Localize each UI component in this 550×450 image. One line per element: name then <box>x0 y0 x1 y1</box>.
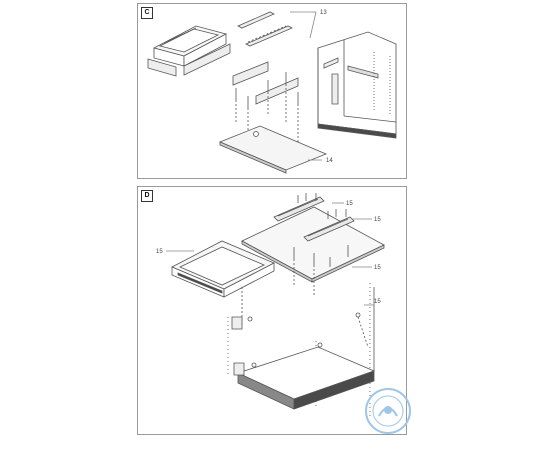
callout-14: 14 <box>326 158 333 164</box>
drawer-assembly <box>171 240 275 298</box>
callout-15b: 15 <box>374 217 381 223</box>
callout-15c: 15 <box>156 249 163 255</box>
drawer-box <box>152 25 228 67</box>
board-dowels <box>293 245 349 267</box>
dowels <box>235 72 299 108</box>
callout-13: 13 <box>320 10 327 16</box>
bottom-board <box>218 125 328 174</box>
callout-15a: 15 <box>346 201 353 207</box>
hinge-hardware <box>231 312 361 376</box>
side-panels <box>232 61 299 105</box>
step-c-panel: C <box>137 3 407 179</box>
cabinet-carcass <box>317 31 397 139</box>
callout-15e: 15 <box>374 299 381 305</box>
screws <box>297 193 347 219</box>
drawer-rails <box>237 11 293 47</box>
callout-15d: 15 <box>374 265 381 271</box>
top-board <box>241 196 385 283</box>
cabinet-base <box>227 287 376 410</box>
watermark-stamp-icon <box>365 388 411 434</box>
step-c-badge: C <box>141 7 153 19</box>
step-d-illustration: 15 15 15 15 15 <box>156 193 385 417</box>
step-d-badge: D <box>141 190 153 202</box>
step-c-illustration: 13 14 <box>147 10 397 174</box>
step-d-panel: D <box>137 186 407 435</box>
drawer-front <box>147 43 231 77</box>
